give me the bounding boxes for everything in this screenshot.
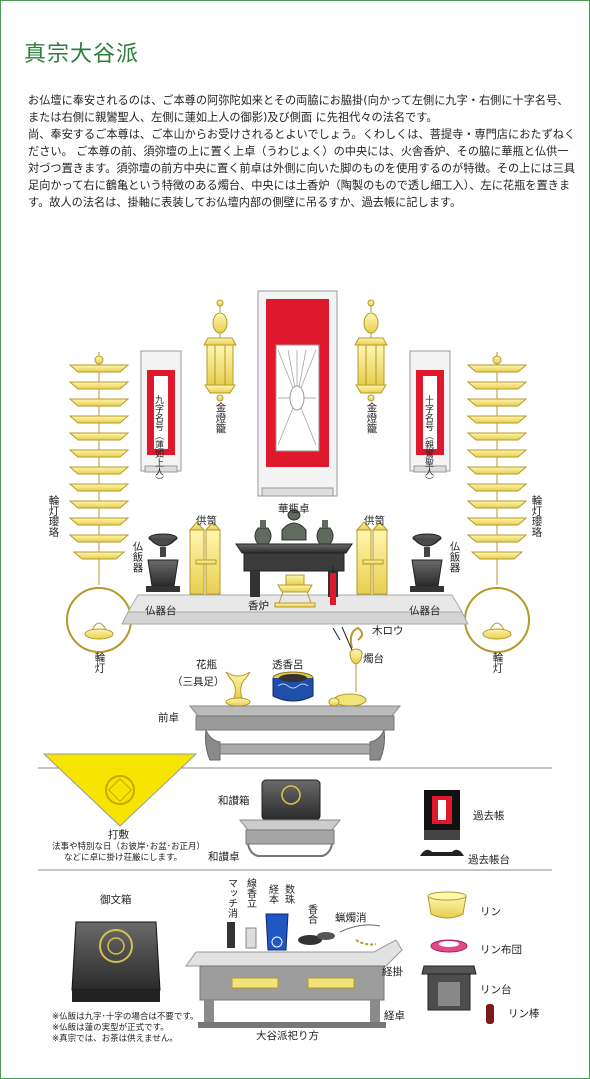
- label-mokurou: 木ロウ: [372, 625, 404, 637]
- right-rinto-yoraku: [464, 352, 530, 653]
- sukashi-koro: [272, 671, 314, 702]
- label-kuge-left: 供笥: [196, 515, 217, 527]
- label-kehyojoku: 華瓶卓: [278, 503, 310, 515]
- page-title: 真宗大谷派: [24, 42, 140, 67]
- label-wasanjoku: 和讃卓: [208, 851, 240, 863]
- left-kinto-lantern: [203, 299, 237, 402]
- label-rinto-right: 輪灯: [491, 652, 504, 673]
- description-paragraph-2: 尚、奉安するご本尊は、ご本山からお受けされるとよいでしょう。くわしくは、菩提寺・…: [28, 128, 576, 209]
- label-kakocho: 過去帳: [473, 810, 505, 822]
- right-kinto-lantern: [354, 299, 388, 402]
- label-rin-futon: リン布団: [480, 944, 522, 956]
- label-uchishiki: 打敷: [108, 829, 129, 841]
- gobunbako: [71, 921, 161, 1002]
- kakocho: [420, 790, 464, 856]
- wasanjoku: [238, 819, 342, 857]
- note-1: ※仏飯は九字･十字の場合は不要です。: [52, 1012, 199, 1022]
- uchishiki-cloth: [42, 753, 198, 827]
- label-buppanki-right: 仏飯器: [448, 541, 461, 573]
- label-koro: 香炉: [248, 600, 269, 612]
- label-rin-bo: リン棒: [508, 1008, 540, 1020]
- label-sukashi-koro: 透香呂: [272, 659, 304, 671]
- label-bukkidai-left: 仏器台: [145, 605, 177, 617]
- kyojoku: [185, 939, 403, 1028]
- label-buppanki-left: 仏飯器: [131, 541, 144, 573]
- maejoku-table: [188, 705, 402, 761]
- kyojoku-items: [227, 913, 381, 951]
- label-rin-dai: リン台: [480, 984, 512, 996]
- label-kyojoku: 経卓: [384, 1010, 405, 1022]
- label-gobunbako: 御文箱: [100, 894, 132, 906]
- note-2: ※仏飯は蓮の実型が正式です。: [52, 1023, 169, 1033]
- label-scroll-right: 十字名号（親鸞聖人）: [423, 395, 433, 485]
- label-shokudai: 燭台: [363, 653, 384, 665]
- label-rinto-yoraku-right: 輪灯瓔珞: [530, 495, 543, 537]
- wasanbako: [261, 779, 321, 821]
- mokurou-candle: [330, 566, 336, 605]
- label-kabin: 花瓶: [196, 659, 217, 671]
- honzon-scroll: [257, 290, 338, 497]
- right-kuge-pair: [355, 521, 389, 595]
- label-kuge-right: 供笥: [364, 515, 385, 527]
- label-juzu: 数珠: [282, 884, 294, 904]
- label-wasanbako: 和讃箱: [218, 795, 250, 807]
- label-kyohon: 経本: [266, 884, 278, 904]
- label-senko-tate: 線香立: [244, 878, 256, 908]
- label-match-keshi: マッチ消: [225, 878, 237, 918]
- left-buppanki: [146, 533, 180, 592]
- left-side-scroll: [140, 350, 182, 473]
- kehyojoku-table: [235, 509, 353, 597]
- label-bukkidai-right: 仏器台: [409, 605, 441, 617]
- left-kuge-pair: [188, 521, 222, 595]
- label-kinto-right: 金燈籠: [365, 402, 378, 434]
- label-rosoku-keshi: 蝋燭消: [335, 912, 367, 924]
- label-otani-matsurikata: 大谷派祀り方: [256, 1030, 319, 1042]
- label-kyokake: 経掛: [382, 966, 403, 978]
- label-kogo: 香合: [305, 904, 317, 924]
- label-rin: リン: [480, 906, 501, 918]
- label-kinto-left: 金燈籠: [214, 402, 227, 434]
- left-rinto-yoraku: [66, 352, 132, 653]
- label-maejoku: 前卓: [158, 712, 179, 724]
- rin-set: [421, 891, 494, 1024]
- note-3: ※真宗では、お茶は供えません。: [52, 1034, 178, 1044]
- kabin-vase: [225, 671, 251, 707]
- right-side-scroll: [409, 350, 451, 473]
- label-scroll-left: 九字名号（蓮如上人）: [153, 395, 163, 485]
- label-mitsugusoku: （三具足）: [172, 676, 225, 688]
- uchishiki-note-2: などに卓に掛け荘厳にします。: [64, 853, 183, 863]
- label-rinto-left: 輪灯: [93, 652, 106, 673]
- description: お仏壇に奉安されるのは、ご本尊の阿弥陀如来とその両脇にお脇掛(向かって左側に九字…: [28, 92, 576, 211]
- shokudai-crane-candlestick: [328, 626, 367, 707]
- koro-incense-burner: [274, 574, 316, 608]
- uchishiki-note-1: 法事や特別な日（お彼岸･お盆･お正月）: [52, 842, 206, 852]
- label-rinto-yoraku-left: 輪灯瓔珞: [47, 495, 60, 537]
- label-kakochodai: 過去帳台: [468, 854, 510, 866]
- right-buppanki: [410, 533, 444, 592]
- description-paragraph-1: お仏壇に奉安されるのは、ご本尊の阿弥陀如来とその両脇にお脇掛(向かって左側に九字…: [28, 94, 569, 124]
